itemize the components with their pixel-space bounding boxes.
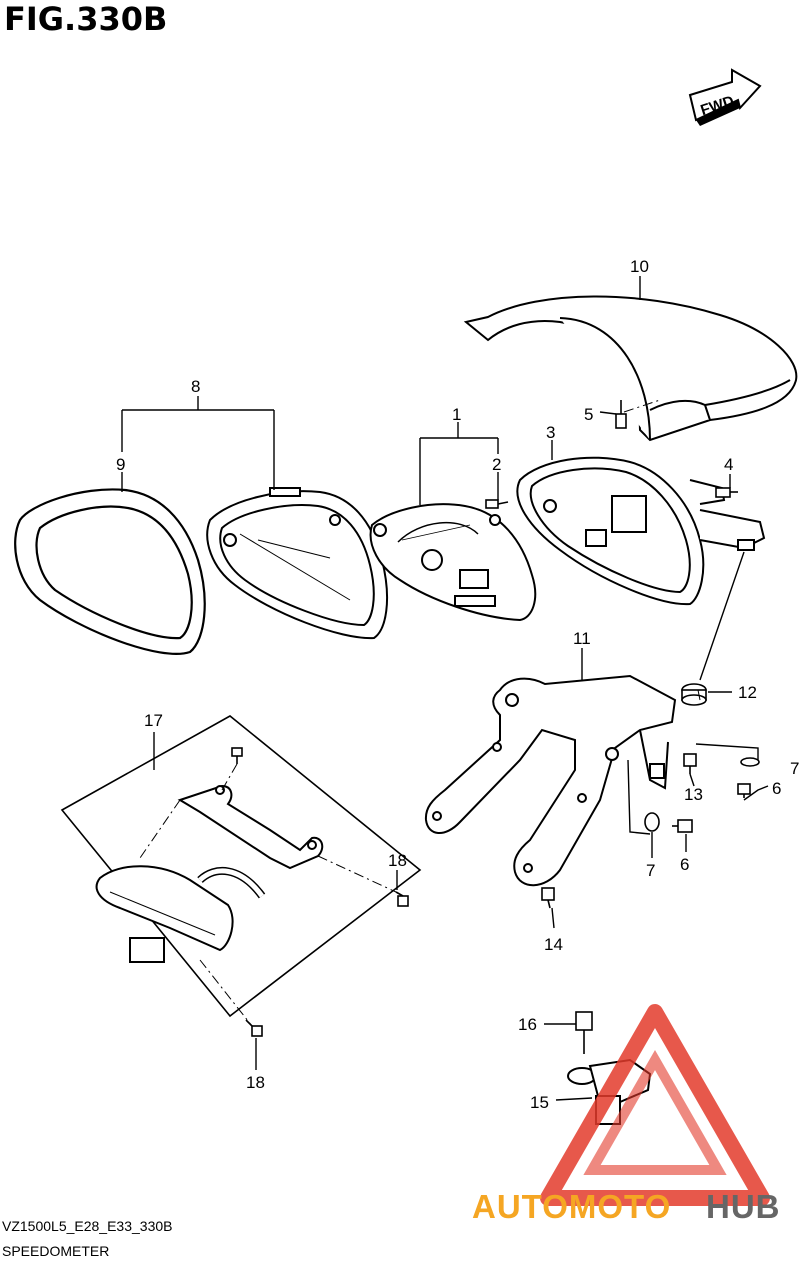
meter-lens-part — [206, 487, 388, 640]
screw-18c-icon — [245, 1019, 263, 1037]
figure-code: VZ1500L5_E28_E33_330B — [2, 1218, 173, 1234]
washer-7b-icon — [644, 812, 660, 832]
screw-2-icon — [485, 499, 509, 509]
fwd-arrow-icon: FWD — [688, 68, 762, 126]
bolt-16-icon — [575, 1011, 593, 1054]
grommet-12-icon — [681, 683, 707, 706]
callout-7b: 7 — [646, 861, 655, 880]
callout-12: 12 — [738, 683, 757, 702]
screw-18a-icon — [231, 747, 243, 764]
washer-7a-icon — [740, 757, 760, 767]
meter-cover-part — [463, 295, 798, 442]
leader-lines — [121, 276, 769, 1101]
screw-18b-icon — [395, 891, 409, 907]
callout-9: 9 — [116, 455, 125, 474]
callout-18b: 18 — [246, 1073, 265, 1092]
screw-5-icon — [615, 400, 627, 429]
callout-10: 10 — [630, 257, 649, 276]
callout-labels: 10 8 9 1 2 3 5 4 11 12 7 6 13 7 6 14 17 … — [116, 257, 799, 1112]
figure-name: SPEEDOMETER — [2, 1243, 110, 1259]
callout-6b: 6 — [680, 855, 689, 874]
outer-bezel-part — [14, 488, 206, 655]
bolt-13-icon — [683, 753, 697, 774]
indicator-lamp-part — [95, 784, 324, 963]
callout-13: 13 — [684, 785, 703, 804]
callout-6a: 6 — [772, 779, 781, 798]
screw-4-icon — [715, 487, 738, 498]
alignment-lines — [139, 399, 701, 1027]
watermark-text-orange: AUTOMOTO — [472, 1188, 671, 1225]
meter-assembly-part — [369, 503, 537, 622]
callout-8: 8 — [191, 377, 200, 396]
callout-5: 5 — [584, 405, 593, 424]
callout-15: 15 — [530, 1093, 549, 1112]
screw-6a-icon — [737, 783, 751, 798]
callout-4: 4 — [724, 455, 733, 474]
meter-bracket-part — [424, 674, 677, 887]
callout-18a: 18 — [388, 851, 407, 870]
callout-3: 3 — [546, 423, 555, 442]
callout-11: 11 — [573, 629, 591, 648]
figure-title: FIG.330B — [4, 0, 168, 38]
callout-14: 14 — [544, 935, 563, 954]
callout-7a: 7 — [790, 759, 799, 778]
bolt-6b-icon — [672, 819, 693, 833]
watermark-logo: AUTOMOTO HUB — [472, 1004, 781, 1225]
callout-1: 1 — [452, 405, 461, 424]
callout-17: 17 — [144, 711, 163, 730]
indicator-kit-outline — [60, 715, 422, 1018]
meter-housing-part — [516, 456, 766, 606]
bolt-14-icon — [541, 887, 555, 909]
watermark-text-gray: HUB — [706, 1188, 781, 1225]
callout-2: 2 — [492, 455, 501, 474]
callout-16: 16 — [518, 1015, 537, 1034]
